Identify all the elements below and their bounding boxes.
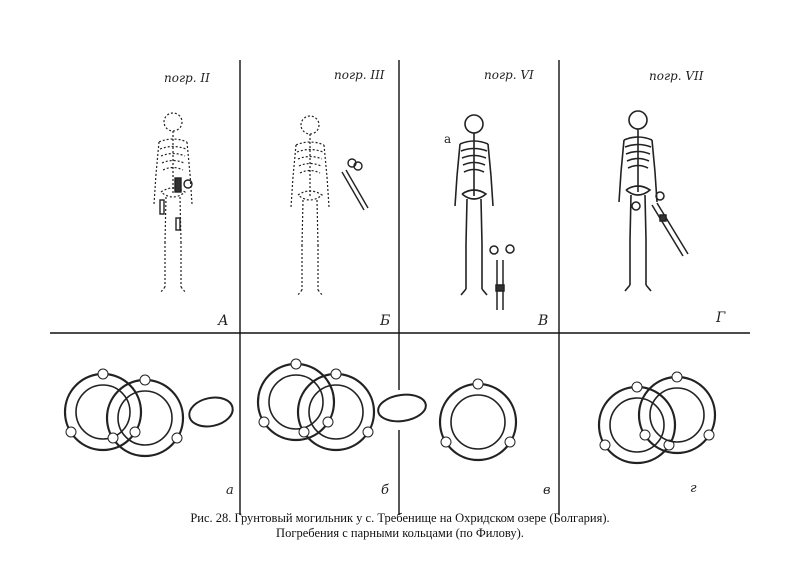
panel-letter-v: в: [543, 483, 551, 498]
artifact-V: [489, 244, 515, 310]
panel-letter-V: В: [537, 313, 548, 329]
grave-label-A: погр. II: [164, 71, 210, 85]
panel-grid: [50, 60, 750, 515]
skeleton-G: [618, 110, 658, 292]
panel-letter-A: А: [217, 313, 229, 329]
panel-letter-b: б: [381, 483, 389, 498]
grave-label-V: погр. VI: [484, 68, 534, 82]
panel-letter-a: а: [226, 483, 234, 498]
grave-label-G: погр. VII: [649, 69, 704, 83]
grave-label-B: погр. III: [334, 68, 385, 82]
panel-letter-B: Б: [379, 313, 390, 329]
figure-caption-line-2: Погребения с парными кольцами (по Филову…: [276, 526, 524, 540]
artifact-G: [631, 191, 689, 257]
panel-letter-G: Г: [715, 310, 726, 326]
figure-caption-line-1: Рис. 28. Грунтовый могильник у с. Требен…: [190, 511, 610, 525]
skeleton-V: [454, 114, 494, 296]
rings-a: [63, 367, 234, 458]
side-label-V: а: [444, 132, 451, 146]
artifact-A: [159, 177, 193, 231]
panel-letter-g: г: [690, 481, 697, 496]
ring-v: [438, 377, 518, 462]
artifact-B: [341, 158, 369, 211]
skeleton-B: [290, 115, 330, 297]
rings-g: [597, 370, 717, 465]
rings-b: [256, 357, 427, 452]
